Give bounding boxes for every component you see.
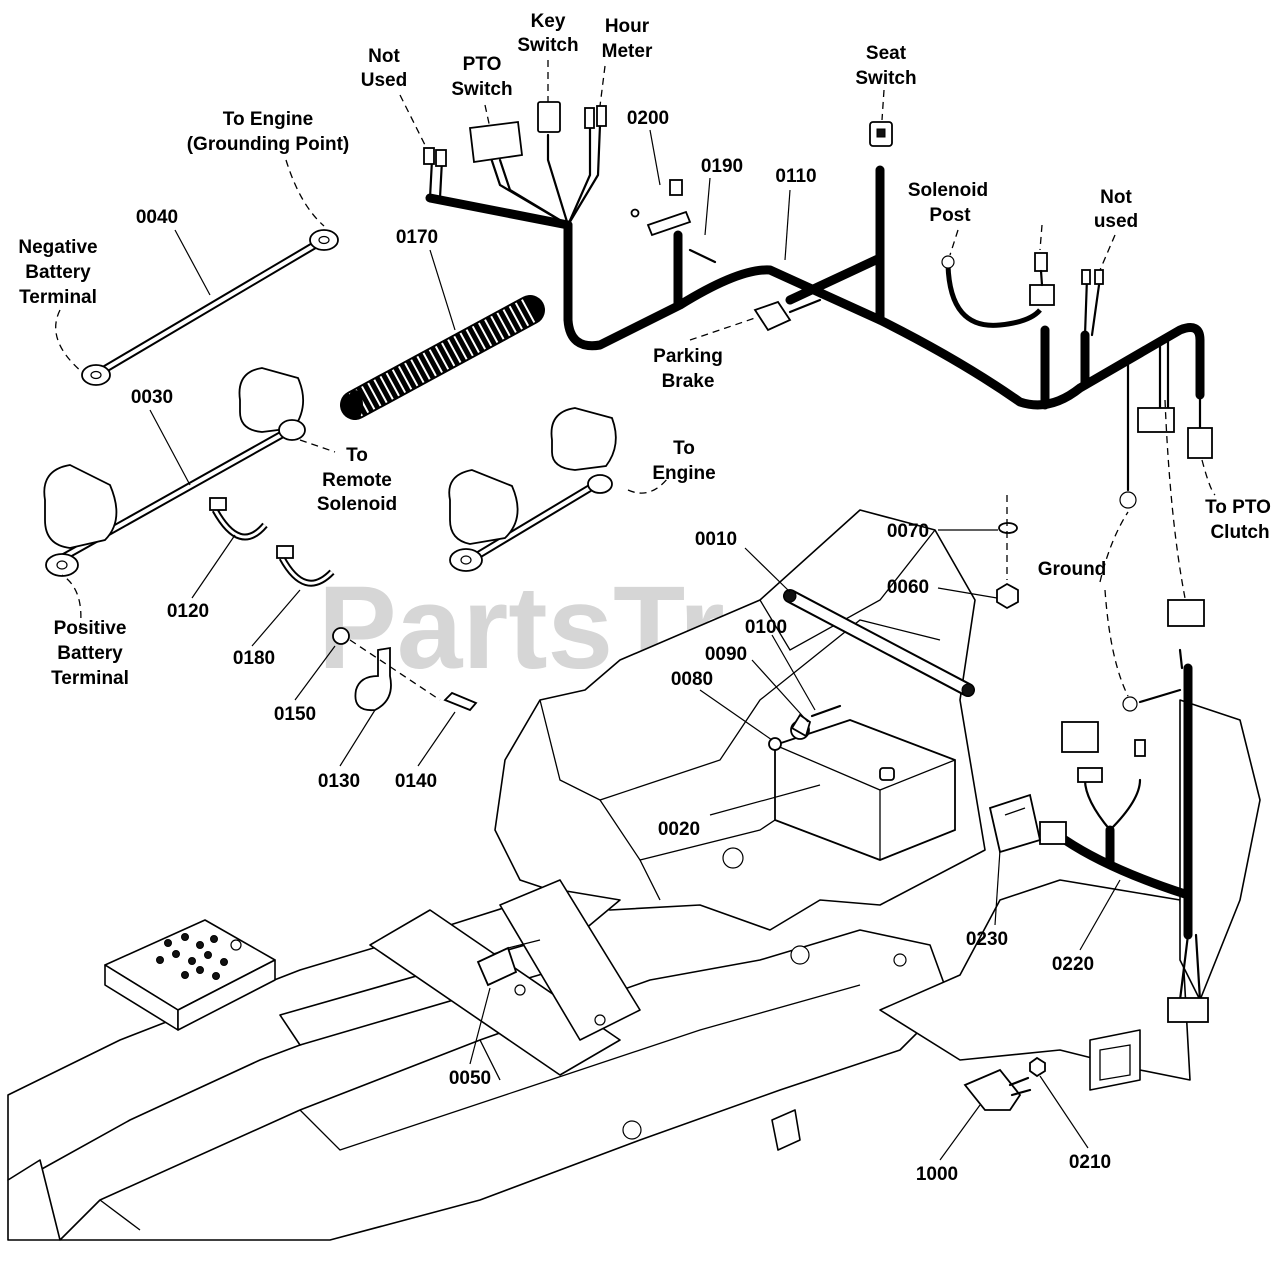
- label-key-switch-2: Switch: [517, 35, 578, 56]
- label-positive-terminal-1: Positive: [54, 618, 127, 639]
- label-remote-solenoid-3: Solenoid: [317, 494, 397, 515]
- label-key-switch-1: Key: [531, 11, 566, 32]
- label-to-pto-clutch-1: To PTO: [1205, 497, 1271, 518]
- part-number-labels: 0040 0170 0200 0190 0110 0030 0120 0180 …: [131, 108, 1111, 1185]
- label-negative-terminal-3: Terminal: [19, 287, 97, 308]
- part-number-0040: 0040: [136, 207, 178, 228]
- battery: [774, 719, 956, 861]
- part-number-0220: 0220: [1052, 954, 1094, 975]
- solenoid-to-engine-cable: [448, 407, 617, 572]
- tie-straps-and-clamp: [209, 497, 478, 712]
- label-parking-brake-1: Parking: [653, 346, 723, 367]
- part-number-0170: 0170: [396, 227, 438, 248]
- label-negative-terminal-1: Negative: [18, 237, 97, 258]
- part-number-0080: 0080: [671, 669, 713, 690]
- hold-down-hardware: [768, 704, 842, 751]
- part-number-0090: 0090: [705, 644, 747, 665]
- part-number-0150: 0150: [274, 704, 316, 725]
- pedal-holes: [156, 933, 242, 980]
- label-negative-terminal-2: Battery: [25, 262, 91, 283]
- main-wiring-harness: [423, 101, 1213, 509]
- label-parking-brake-2: Brake: [662, 371, 715, 392]
- part-number-0010: 0010: [695, 529, 737, 550]
- label-pto-switch-1: PTO: [463, 54, 502, 75]
- label-positive-terminal-3: Terminal: [51, 668, 129, 689]
- label-hour-meter-2: Meter: [602, 41, 653, 62]
- label-pto-switch-2: Switch: [451, 79, 512, 100]
- label-not-used-top-2: Used: [361, 70, 407, 91]
- battery-hold-down-rod: [783, 589, 975, 697]
- part-number-0060: 0060: [887, 577, 929, 598]
- part-number-0050: 0050: [449, 1068, 491, 1089]
- part-number-0030: 0030: [131, 387, 173, 408]
- part-number-0110: 0110: [775, 166, 816, 187]
- label-to-pto-clutch-2: Clutch: [1210, 522, 1269, 543]
- sub-harness: [1039, 599, 1209, 1023]
- starter-solenoid: [963, 1056, 1046, 1111]
- leader-lines: [55, 60, 1216, 1161]
- part-number-0130: 0130: [318, 771, 360, 792]
- label-hour-meter-1: Hour: [605, 16, 650, 37]
- label-not-used-top-1: Not: [368, 46, 400, 67]
- label-not-used-right-1: Not: [1100, 187, 1132, 208]
- part-number-0200: 0200: [627, 108, 669, 129]
- part-number-0180: 0180: [233, 648, 275, 669]
- chassis-frame: [7, 509, 1261, 1241]
- interlock-switch: [476, 939, 541, 987]
- callout-labels: Not Used PTO Switch Key Switch Hour Mete…: [18, 11, 1271, 689]
- part-number-0020: 0020: [658, 819, 700, 840]
- part-number-0070: 0070: [887, 521, 929, 542]
- part-number-0140: 0140: [395, 771, 437, 792]
- label-to-engine-2: Engine: [652, 463, 715, 484]
- part-number-0190: 0190: [701, 156, 743, 177]
- split-loom-conduit: [340, 295, 545, 420]
- negative-battery-cable: [81, 229, 339, 386]
- label-to-engine-1: To: [673, 438, 695, 459]
- part-number-0210: 0210: [1069, 1152, 1111, 1173]
- label-remote-solenoid-2: Remote: [322, 470, 392, 491]
- label-ground: Ground: [1038, 559, 1107, 580]
- label-solenoid-post-1: Solenoid: [908, 180, 988, 201]
- label-to-engine-ground-2: (Grounding Point): [187, 134, 350, 155]
- part-number-1000: 1000: [916, 1164, 958, 1185]
- positive-battery-cable: [43, 367, 306, 577]
- relay-module: [988, 793, 1042, 854]
- part-number-0230: 0230: [966, 929, 1008, 950]
- label-solenoid-post-2: Post: [929, 205, 971, 226]
- nut-and-washer: [996, 495, 1019, 610]
- part-number-0120: 0120: [167, 601, 209, 622]
- part-number-0100: 0100: [745, 617, 787, 638]
- label-to-engine-ground-1: To Engine: [223, 109, 313, 130]
- label-positive-terminal-2: Battery: [57, 643, 123, 664]
- label-seat-switch-2: Switch: [855, 68, 916, 89]
- label-remote-solenoid-1: To: [346, 445, 368, 466]
- label-seat-switch-1: Seat: [866, 43, 907, 64]
- label-not-used-right-2: used: [1094, 211, 1138, 232]
